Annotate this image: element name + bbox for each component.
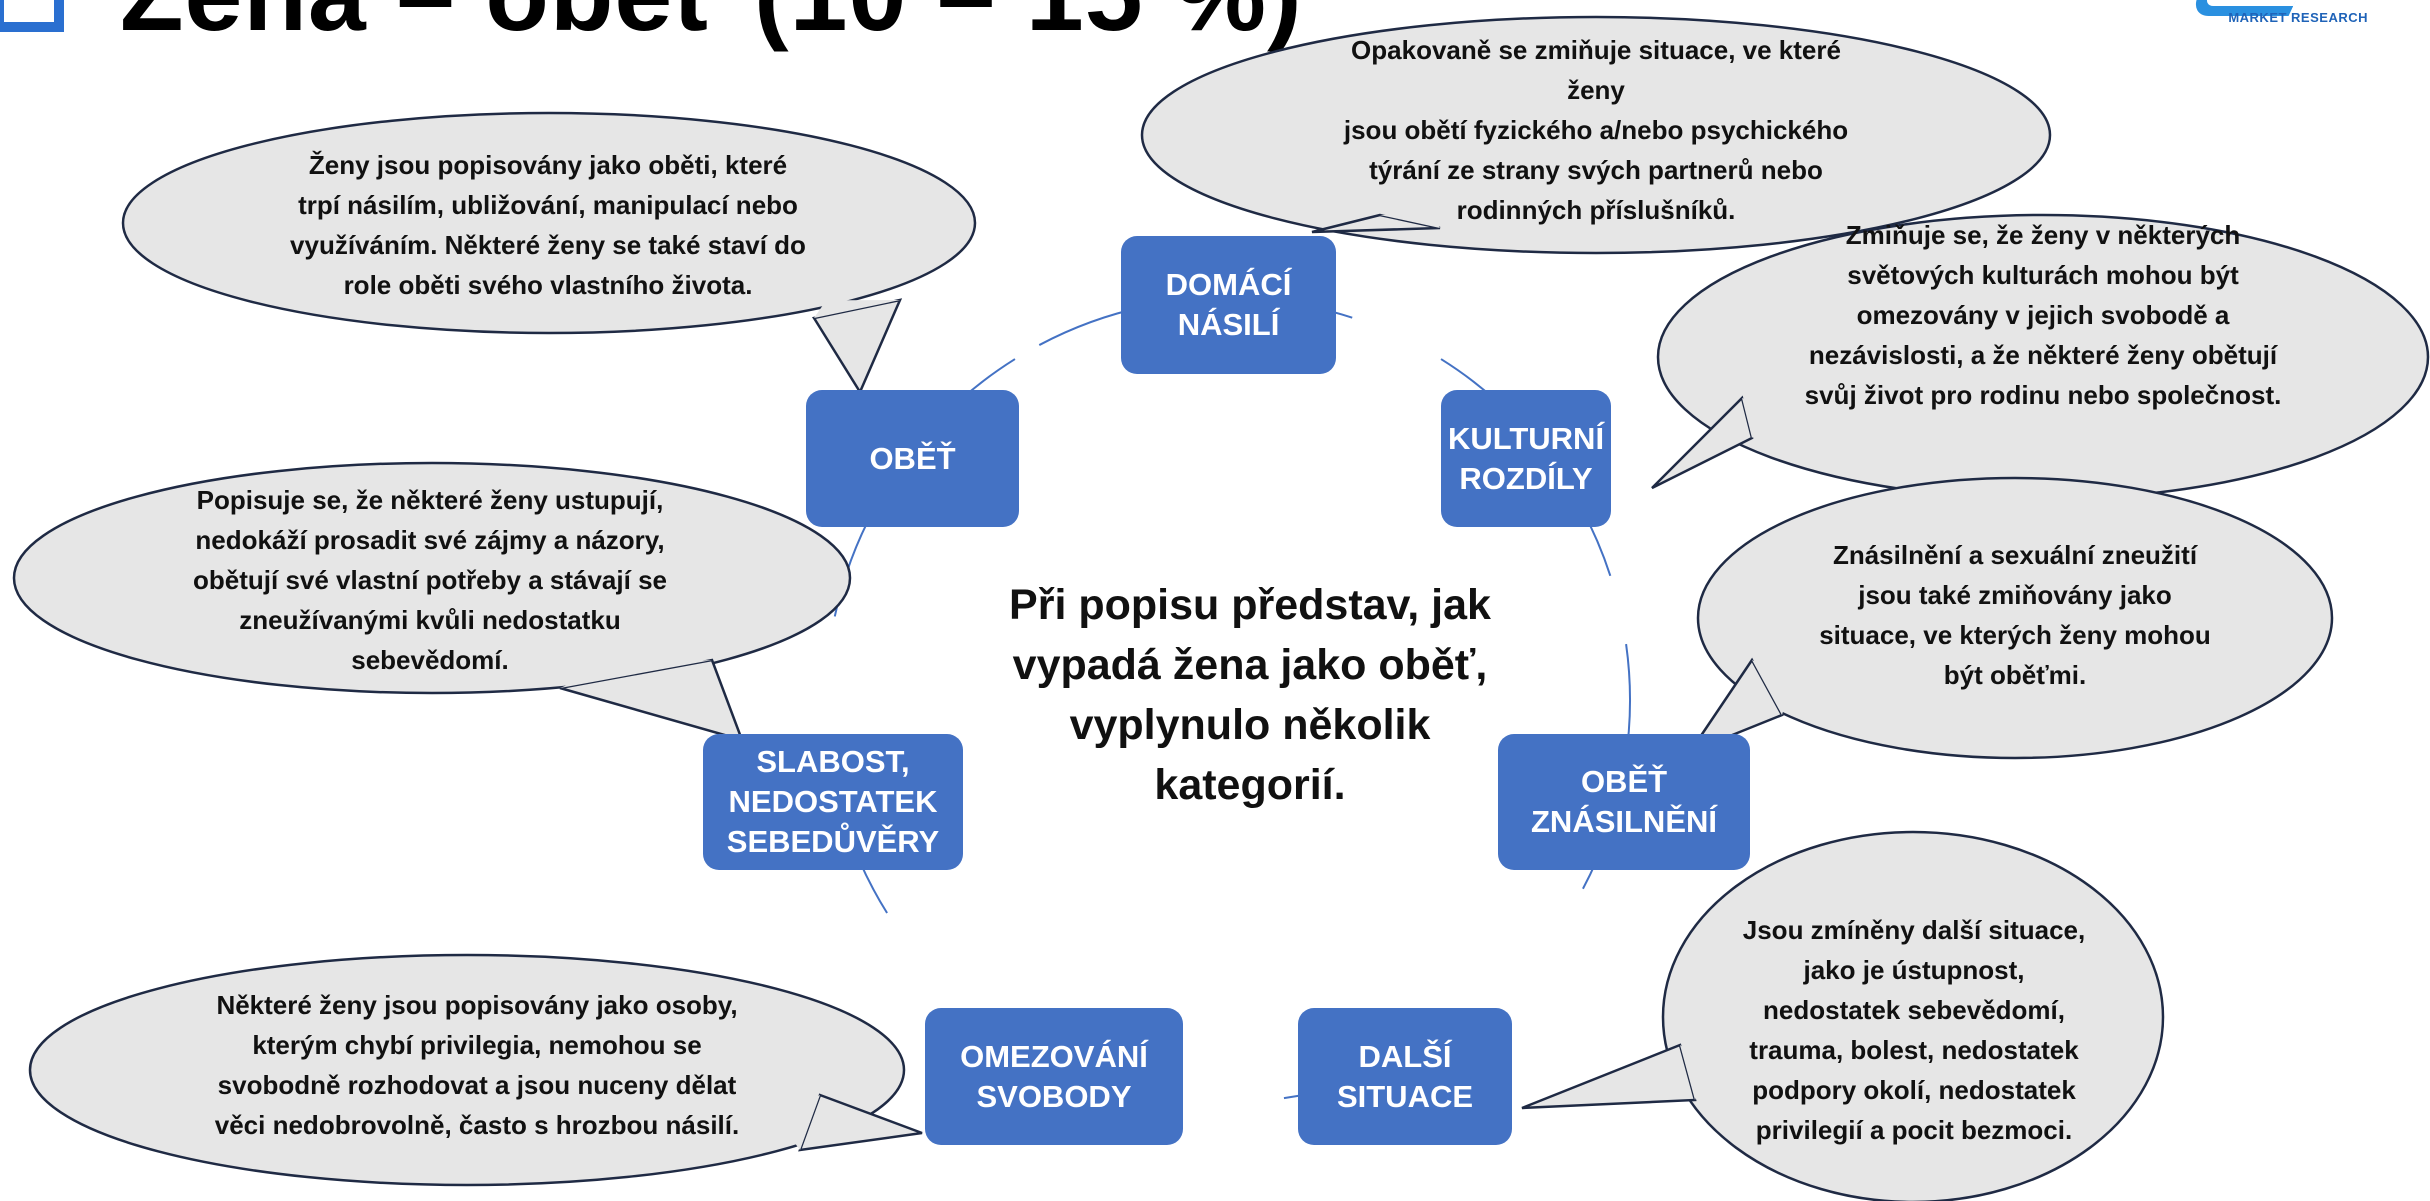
callout-text: Opakovaně se zmiňuje situace, ve které ž… — [1343, 35, 1849, 225]
speech-bubble — [1140, 15, 2052, 255]
speech-bubble — [121, 111, 977, 395]
speech-bubble — [28, 953, 923, 1187]
title-square-icon — [0, 0, 64, 32]
speech-bubble — [12, 461, 852, 742]
category-node: DALŠÍ SITUACE — [1298, 1008, 1512, 1145]
category-node: KULTURNÍ ROZDÍLY — [1441, 390, 1611, 527]
category-node: SLABOST, NEDOSTATEK SEBEDŮVĚRY — [703, 734, 963, 870]
category-node: OBĚŤ — [806, 390, 1019, 527]
speech-bubble — [1521, 830, 2165, 1201]
speech-bubble — [1686, 476, 2334, 760]
callout-text: Některé ženy jsou popisovány jako osoby,… — [214, 990, 740, 1140]
category-node: OBĚŤ ZNÁSILNĚNÍ — [1498, 734, 1750, 870]
logo-caption: MARKET RESEARCH — [2228, 10, 2368, 25]
callout-bubbles — [12, 15, 2430, 1201]
category-node: DOMÁCÍ NÁSILÍ — [1121, 236, 1336, 374]
callout-text: Jsou zmíněny další situace, jako je ústu… — [1742, 915, 2086, 1145]
callout-text: Ženy jsou popisovány jako oběti, které t… — [290, 150, 806, 300]
center-summary: Při popisu představ, jak vypadá žena jak… — [1009, 581, 1491, 809]
slide-title: Žena – oběť (10 – 15 %) — [120, 0, 1303, 55]
callout-text: Popisuje se, že některé ženy ustupují, n… — [193, 485, 667, 675]
callout-text: Znásilnění a sexuální zneužití jsou také… — [1819, 540, 2211, 690]
callout-text: Zmiňuje se, že ženy v některých světovýc… — [1804, 220, 2282, 410]
category-node: OMEZOVÁNÍ SVOBODY — [925, 1008, 1183, 1145]
company-logo: MARKET RESEARCH — [2188, 0, 2368, 32]
